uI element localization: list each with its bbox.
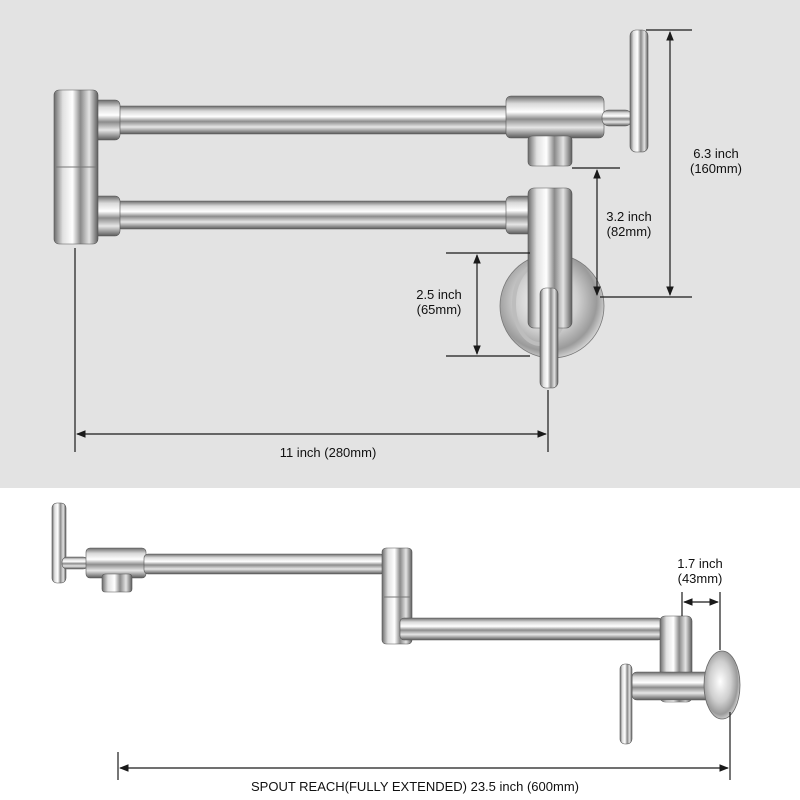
upper-arm	[91, 105, 513, 135]
spout-reach-dimension-label: SPOUT REACH(FULLY EXTENDED) 23.5 inch (6…	[251, 779, 579, 794]
folded-faucet	[53, 29, 649, 389]
extended-faucet	[51, 502, 741, 745]
offset-dimension-label: 1.7 inch (43mm)	[665, 556, 735, 586]
extended-left-lever	[51, 502, 67, 584]
extended-horizontal-body	[631, 671, 713, 701]
upper-spout-outlet	[527, 135, 573, 167]
upper-valve-body	[505, 95, 605, 139]
height-dimension-mm: (160mm)	[689, 161, 742, 176]
flange-dimension-mm: (65mm)	[416, 302, 462, 317]
flange-dimension-label: 2.5 inch (65mm)	[404, 287, 474, 317]
height-dimension-label: 6.3 inch (160mm)	[681, 146, 751, 176]
width-dimension-label: 11 inch (280mm)	[279, 445, 377, 460]
extended-left-stem	[61, 556, 89, 570]
bottom-dimension-lines	[117, 592, 731, 780]
top-dimension-lines	[74, 29, 692, 452]
extended-upper-valve-body	[85, 547, 147, 579]
top-panel-background	[0, 0, 800, 488]
flange-dimension-inch: 2.5 inch	[416, 287, 462, 302]
extended-lower-arm	[399, 617, 663, 641]
lower-lever-handle	[539, 287, 559, 389]
offset-dimension-mm: (43mm)	[677, 571, 723, 586]
height-dimension-inch: 6.3 inch	[693, 146, 739, 161]
spout-drop-dimension-mm: (82mm)	[606, 224, 652, 239]
spout-drop-dimension-label: 3.2 inch (82mm)	[594, 209, 664, 239]
upper-valve-stem	[601, 109, 633, 127]
lower-arm	[91, 200, 523, 230]
upper-lever-handle	[629, 29, 649, 153]
spout-drop-dimension-inch: 3.2 inch	[606, 209, 652, 224]
extended-upper-arm	[143, 553, 385, 575]
extended-lower-lever	[619, 663, 633, 745]
extended-spout-outlet	[101, 573, 133, 593]
offset-dimension-inch: 1.7 inch	[677, 556, 723, 571]
extended-wall-flange	[703, 650, 741, 720]
